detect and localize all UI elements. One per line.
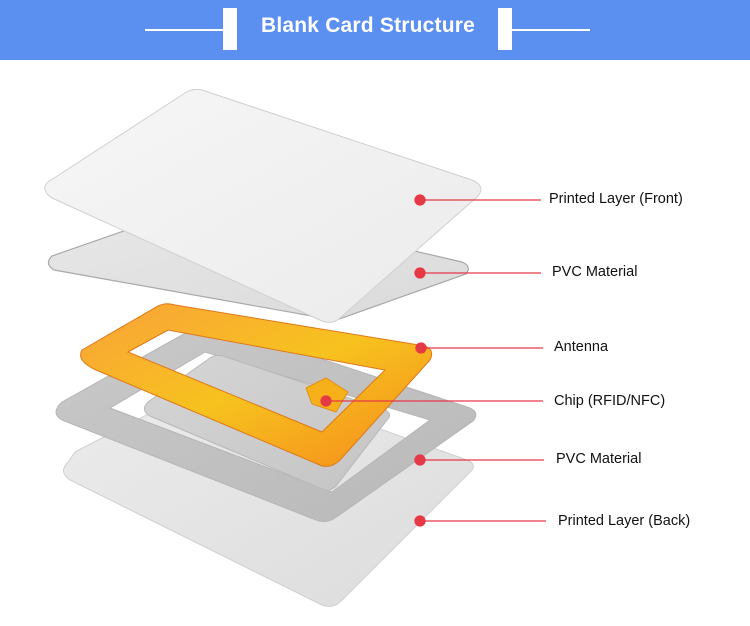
label-chip: Chip (RFID/NFC) [554, 393, 666, 409]
label-antenna: Antenna [554, 339, 609, 355]
header-bracket-right [498, 8, 512, 50]
label-printed-layer-back: Printed Layer (Back) [558, 513, 691, 529]
leader-dot-pvc-upper [414, 267, 426, 279]
leader-dot-front [414, 194, 426, 206]
page-title: Blank Card Structure [260, 14, 476, 37]
leader-dot-antenna [415, 342, 427, 354]
leader-lines [320, 194, 546, 527]
antenna-coil [80, 303, 433, 467]
label-pvc-material-lower: PVC Material [556, 451, 642, 467]
chip-module [305, 377, 349, 413]
header-rule-right [512, 29, 590, 31]
leader-dot-chip [320, 395, 332, 407]
header-bracket-left [223, 8, 237, 50]
header-banner: Blank Card Structure [0, 0, 750, 60]
leader-dot-back [414, 515, 426, 527]
label-printed-layer-front: Printed Layer (Front) [549, 191, 683, 207]
leader-dot-pvc-lower [414, 454, 426, 466]
header-rule-left [145, 29, 223, 31]
label-pvc-material-upper: PVC Material [552, 264, 638, 280]
printed-layer-front-card [44, 88, 482, 323]
